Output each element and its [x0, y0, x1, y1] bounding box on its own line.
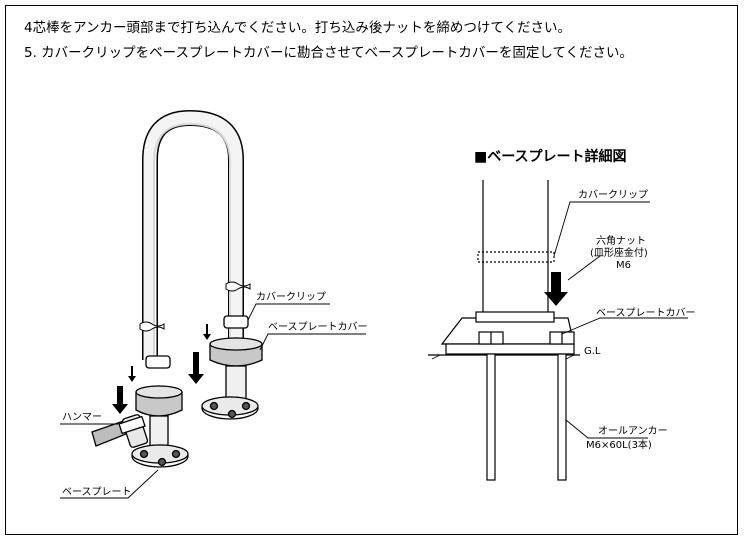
detail-label-hex-nut: 六角ナット	[596, 236, 646, 247]
pipe-break-right	[225, 281, 251, 292]
detail-label-hex-nut-size: M6	[616, 260, 631, 271]
left-leg-assembly	[131, 355, 189, 468]
handrail-illustration	[60, 109, 366, 499]
anchor-bolts	[486, 353, 567, 481]
detail-label-anchor: オールアンカー	[598, 426, 668, 437]
detail-label-ground-line: G.L	[584, 346, 601, 357]
hammer-icon	[91, 414, 149, 448]
down-arrow-detail	[544, 272, 568, 306]
label-base-plate-cover: ベースプレートカバー	[268, 322, 368, 333]
left-leader-lines	[60, 303, 366, 499]
diagram-frame	[5, 5, 738, 535]
detail-label-anchor-spec: M6×60L(3本)	[586, 440, 652, 451]
right-leg-assembly	[201, 315, 263, 420]
label-base-plate: ベースプレート	[62, 487, 132, 498]
label-hammer: ハンマー	[62, 412, 102, 423]
detail-label-hex-nut-note: (皿形座金付)	[590, 248, 648, 259]
detail-illustration	[428, 180, 688, 481]
detail-title: ■ベースプレート詳細図	[474, 149, 627, 165]
instruction-step-4: 4芯棒をアンカー頭部まで打ち込んでください。打ち込み後ナットを締めつけてください…	[24, 20, 571, 36]
down-arrows	[112, 324, 211, 414]
detail-leader-lines	[553, 201, 688, 439]
pipe-break-left	[139, 321, 165, 332]
hex-nut-right	[549, 331, 575, 345]
detail-label-cover-clip: カバークリップ	[578, 190, 648, 201]
detail-label-base-plate-cover: ベースプレートカバー	[596, 308, 696, 319]
instruction-step-5: 5. カバークリップをベースプレートカバーに勘合させてベースプレートカバーを固定…	[24, 45, 634, 61]
label-cover-clip: カバークリップ	[256, 292, 326, 303]
hex-nut-left	[478, 331, 504, 345]
u-pipe	[142, 109, 244, 360]
